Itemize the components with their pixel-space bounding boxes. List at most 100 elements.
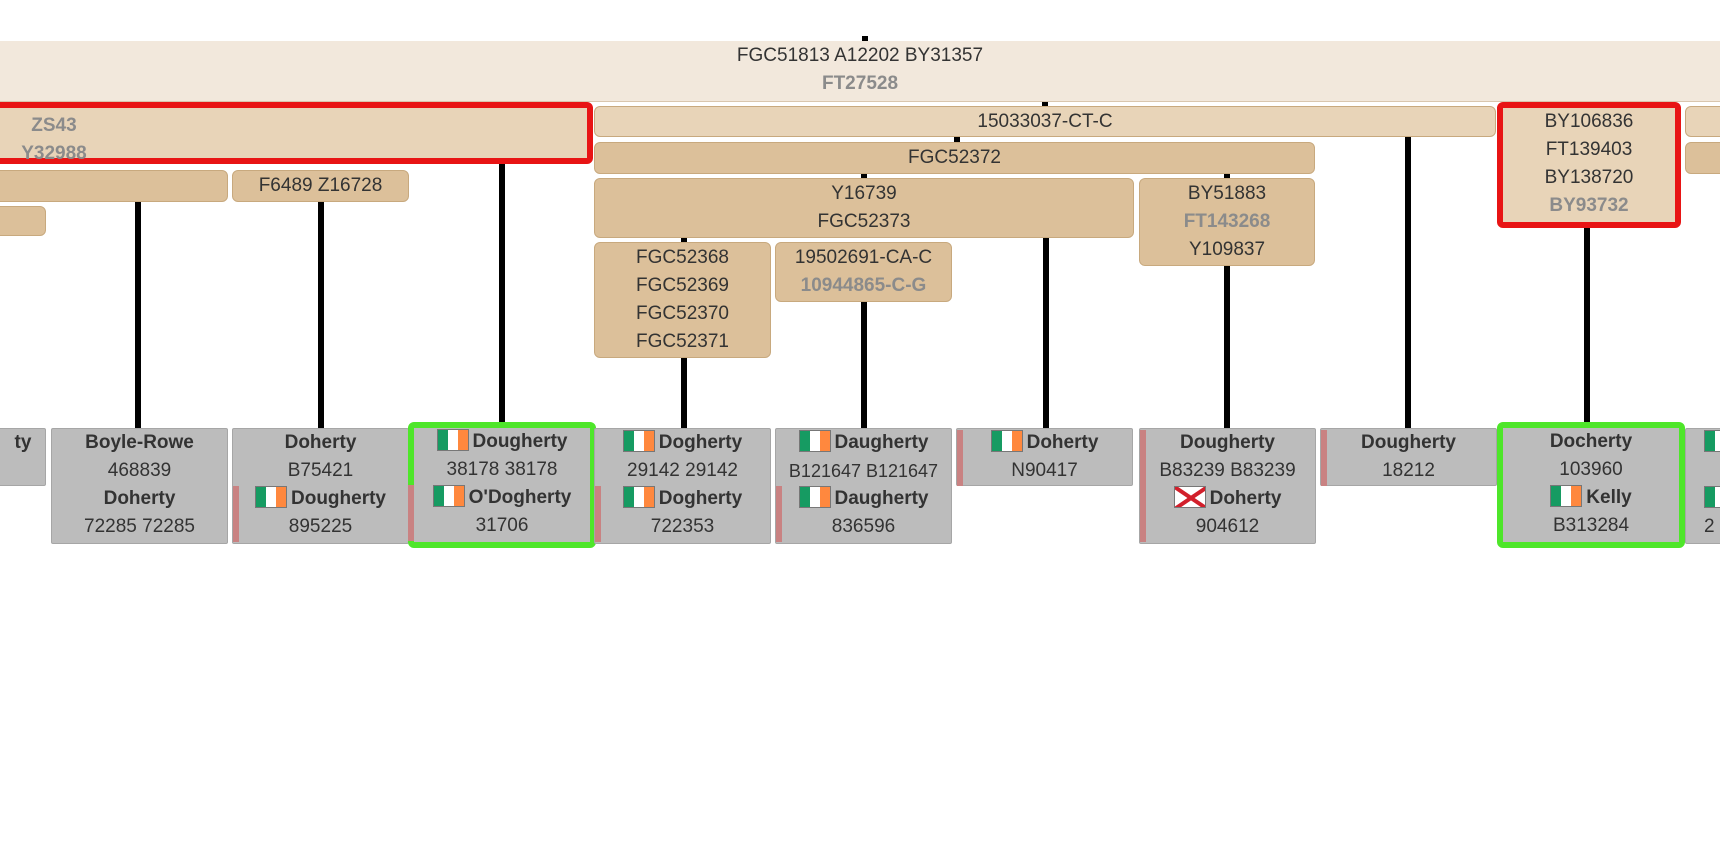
snp-label: BY138720 bbox=[1544, 167, 1634, 188]
kit-id: 904612 bbox=[1195, 516, 1260, 537]
snp-block-partial[interactable] bbox=[0, 206, 46, 236]
tester-card[interactable]: Doherty B75421 Dougherty 895225 bbox=[232, 428, 409, 544]
snp-label: 15033037-CT-C bbox=[977, 111, 1113, 132]
surname: Dougherty bbox=[472, 431, 568, 452]
kit-id: 895225 bbox=[288, 516, 353, 537]
kit-id: 103960 bbox=[1559, 459, 1623, 480]
ireland-flag-icon bbox=[432, 485, 465, 507]
snp-block-zs43[interactable]: ZS43 Y32988 bbox=[0, 102, 593, 164]
kit-id: 72285 72285 bbox=[84, 516, 195, 537]
ireland-flag-icon bbox=[798, 486, 831, 508]
tester-card[interactable]: Boyle-Rowe 468839 Doherty 72285 72285 bbox=[51, 428, 228, 544]
connector-line bbox=[861, 172, 867, 180]
snp-block-by106836[interactable]: BY106836 FT139403 BY138720 BY93732 bbox=[1497, 102, 1681, 228]
snp-label: Y32988 bbox=[21, 143, 87, 164]
tester-card[interactable]: Daugherty B121647 B121647 Daugherty 8365… bbox=[775, 428, 952, 544]
tester-card-highlighted[interactable]: Docherty 103960 Kelly B313284 bbox=[1497, 422, 1685, 548]
connector-line bbox=[1042, 100, 1048, 108]
tester-card[interactable]: Dogherty 29142 29142 Dogherty 722353 bbox=[594, 428, 771, 544]
snp-block-fgc52372[interactable]: FGC52372 bbox=[594, 142, 1315, 174]
surname: ty bbox=[14, 432, 32, 453]
tester-card-highlighted[interactable]: Dougherty 38178 38178 O'Dogherty 31706 bbox=[408, 422, 596, 548]
surname: Doherty bbox=[103, 488, 176, 509]
snp-label: ZS43 bbox=[31, 115, 77, 136]
snp-label: FGC52372 bbox=[908, 147, 1001, 168]
snp-label: BY106836 bbox=[1544, 111, 1634, 132]
tester-card[interactable]: Dougherty B83239 B83239 Doherty 904612 bbox=[1139, 428, 1316, 544]
kit-id: 722353 bbox=[650, 516, 715, 537]
kit-id: N90417 bbox=[1011, 460, 1078, 481]
surname: Kelly bbox=[1586, 487, 1632, 508]
surname: Dogherty bbox=[658, 488, 743, 509]
connector-line bbox=[135, 200, 141, 430]
surname: Doherty bbox=[284, 432, 357, 453]
surname: Dougherty bbox=[291, 488, 386, 509]
tester-card-partial[interactable]: 2 bbox=[1685, 428, 1720, 544]
snp-label: FGC52371 bbox=[636, 331, 729, 352]
kit-id: B121647 B121647 bbox=[788, 461, 939, 481]
snp-block-partial-right[interactable] bbox=[1685, 106, 1720, 137]
surname: Doherty bbox=[1209, 488, 1282, 509]
tester-card-partial[interactable]: ty bbox=[0, 428, 46, 486]
surname: O'Dogherty bbox=[468, 487, 572, 508]
snp-block-partial-right[interactable] bbox=[1685, 142, 1720, 174]
kit-id: 31706 bbox=[475, 515, 529, 536]
snp-label: FGC52373 bbox=[817, 211, 911, 232]
snp-block-partial[interactable] bbox=[0, 170, 228, 202]
connector-line bbox=[862, 36, 868, 44]
kit-id: 18212 bbox=[1382, 460, 1435, 481]
snp-label: F6489 Z16728 bbox=[258, 175, 383, 196]
connector-line bbox=[1584, 225, 1590, 425]
tester-card[interactable]: Dougherty 18212 bbox=[1320, 428, 1497, 486]
snp-label: BY93732 bbox=[1549, 195, 1629, 216]
snp-block-15033037[interactable]: 15033037-CT-C bbox=[594, 106, 1496, 137]
connector-line bbox=[318, 200, 324, 430]
kit-id: 38178 38178 bbox=[446, 459, 558, 480]
snp-label: Y109837 bbox=[1188, 239, 1266, 260]
surname: Doherty bbox=[1026, 432, 1099, 453]
kit-id: 2 bbox=[1704, 516, 1715, 537]
ireland-flag-icon bbox=[1704, 486, 1720, 508]
snp-label: BY51883 bbox=[1187, 183, 1267, 204]
ireland-flag-icon bbox=[255, 486, 287, 508]
connector-line bbox=[681, 236, 687, 244]
kit-id: 836596 bbox=[831, 516, 896, 537]
tester-card[interactable]: Doherty N90417 bbox=[956, 428, 1133, 486]
connector-line bbox=[954, 136, 960, 144]
snp-block-19502691[interactable]: 19502691-CA-C 10944865-C-G bbox=[775, 242, 952, 302]
connector-line bbox=[681, 355, 687, 430]
snp-label: FT139403 bbox=[1545, 139, 1633, 160]
kit-id: B75421 bbox=[287, 460, 354, 481]
parent-haplogroup-header[interactable]: FGC51813 A12202 BY31357 FT27528 bbox=[0, 41, 1720, 102]
kit-id: B313284 bbox=[1552, 515, 1630, 536]
ireland-flag-icon bbox=[1704, 430, 1720, 452]
header-snp-line: FGC51813 A12202 BY31357 bbox=[736, 45, 984, 66]
surname: Docherty bbox=[1549, 431, 1633, 452]
snp-label: Y16739 bbox=[831, 183, 897, 204]
snp-label: FGC52368 bbox=[636, 247, 729, 268]
snp-label: FT143268 bbox=[1183, 211, 1271, 232]
snp-label: 10944865-C-G bbox=[800, 275, 927, 296]
connector-line bbox=[1224, 172, 1230, 180]
surname: Dougherty bbox=[1180, 432, 1275, 453]
surname: Boyle-Rowe bbox=[85, 432, 194, 453]
connector-line bbox=[1043, 236, 1049, 430]
ireland-flag-icon bbox=[1550, 485, 1583, 507]
connector-line bbox=[1405, 136, 1411, 430]
connector-line bbox=[861, 300, 867, 430]
st-patricks-saltire-icon bbox=[1173, 486, 1206, 508]
ireland-flag-icon bbox=[436, 429, 469, 451]
ireland-flag-icon bbox=[622, 430, 655, 452]
kit-id: B83239 B83239 bbox=[1159, 460, 1296, 481]
snp-block-f6489[interactable]: F6489 Z16728 bbox=[232, 170, 409, 202]
snp-block-by51883[interactable]: BY51883 FT143268 Y109837 bbox=[1139, 178, 1315, 266]
ireland-flag-icon bbox=[990, 430, 1023, 452]
snp-label: FGC52370 bbox=[636, 303, 729, 324]
snp-block-y16739[interactable]: Y16739 FGC52373 bbox=[594, 178, 1134, 238]
surname: Dougherty bbox=[1361, 432, 1456, 453]
surname: Daugherty bbox=[834, 432, 929, 453]
kit-id: 468839 bbox=[107, 460, 172, 481]
snp-block-fgc52368[interactable]: FGC52368 FGC52369 FGC52370 FGC52371 bbox=[594, 242, 771, 358]
snp-label: FGC52369 bbox=[636, 275, 729, 296]
ireland-flag-icon bbox=[798, 430, 831, 452]
